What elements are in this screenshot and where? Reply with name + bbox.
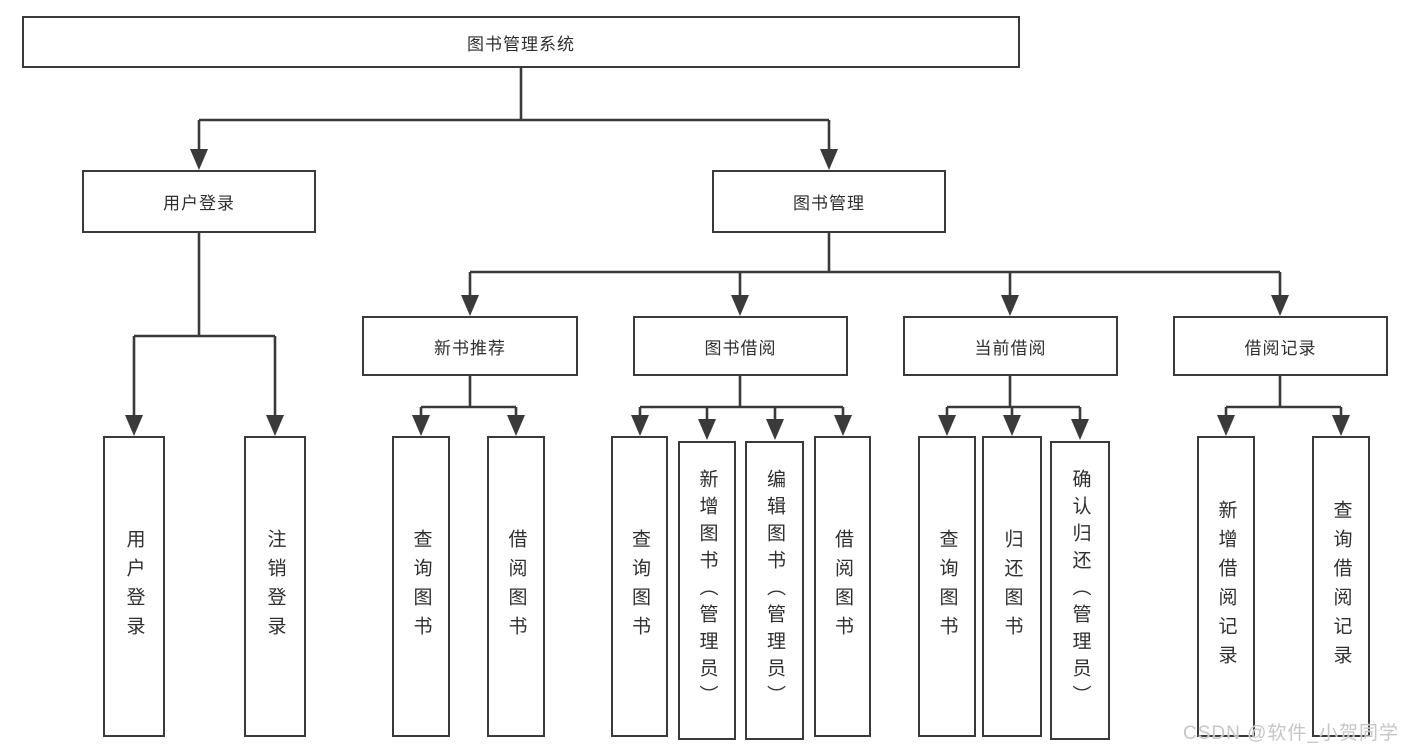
leaf-return-books: 归还图书: [982, 436, 1042, 737]
node-book-borrowing: 图书借阅: [633, 316, 848, 376]
leaf-add-books-admin: 新增图书（管理员）: [678, 441, 736, 740]
leaf-borrow-books-recommend: 借阅图书: [487, 436, 545, 737]
leaf-query-borrowing-record: 查询借阅记录: [1312, 436, 1370, 737]
node-library-system: 图书管理系统: [22, 16, 1020, 68]
leaf-logout-login: 注销登录: [244, 436, 306, 737]
leaf-edit-books-admin: 编辑图书（管理员）: [745, 441, 804, 740]
leaf-user-login: 用户登录: [103, 436, 165, 737]
node-book-management: 图书管理: [712, 170, 946, 233]
leaf-query-books-borrowing: 查询图书: [611, 436, 668, 737]
leaf-borrow-books-borrowing: 借阅图书: [814, 436, 871, 737]
leaf-confirm-return-admin: 确认归还（管理员）: [1050, 441, 1110, 740]
leaf-add-borrowing-record: 新增借阅记录: [1197, 436, 1255, 737]
leaf-query-books-recommend: 查询图书: [392, 436, 450, 737]
node-user-login: 用户登录: [82, 170, 316, 233]
csdn-watermark: CSDN @软件_小贺同学: [1183, 723, 1399, 744]
node-borrowing-records: 借阅记录: [1173, 316, 1388, 376]
node-current-borrowing: 当前借阅: [903, 316, 1118, 376]
node-new-book-recommendation: 新书推荐: [362, 316, 578, 376]
leaf-query-books-current: 查询图书: [918, 436, 976, 737]
